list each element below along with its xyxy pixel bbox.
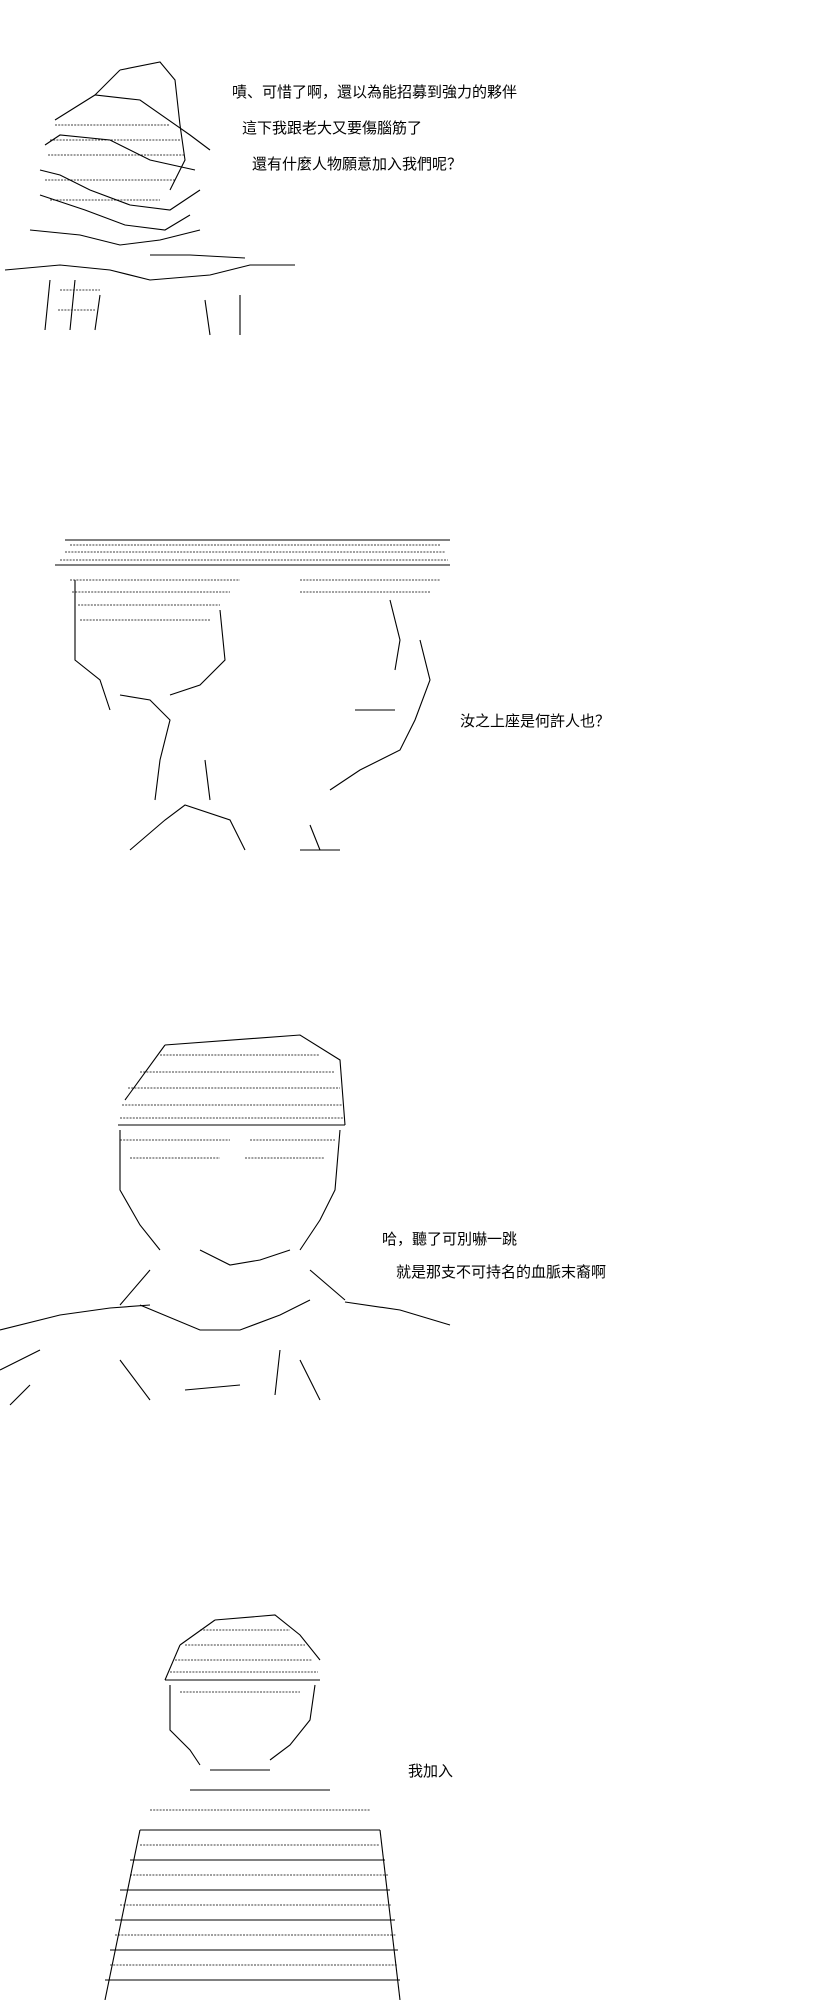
dialogue-line: 還有什麼人物願意加入我們呢？ xyxy=(252,155,463,173)
ascii-art-young-man xyxy=(104,1614,401,2000)
dialogue-line: 這下我跟老大又要傷腦筋了 xyxy=(242,119,423,137)
dialogue-line: 嘖、可惜了啊，還以為能招募到強力的夥伴 xyxy=(232,83,518,101)
panel-3: 哈，聽了可別嚇一跳 就是那支不可持名的血脈末裔啊 xyxy=(0,1030,834,1430)
panel-2: 汝之上座是何許人也？ xyxy=(0,520,834,860)
ascii-art-two-faces xyxy=(55,539,450,851)
dialogue-line: 哈，聽了可別嚇一跳 xyxy=(382,1230,518,1248)
ascii-art-figure-hooded xyxy=(4,61,295,336)
ascii-art-capped-man xyxy=(0,1034,451,1406)
dialogue-line: 就是那支不可持名的血脈末裔啊 xyxy=(396,1263,607,1281)
dialogue-line: 汝之上座是何許人也？ xyxy=(460,712,611,730)
panel-4: 我加入 xyxy=(0,1600,834,2000)
dialogue-line: 我加入 xyxy=(408,1762,454,1780)
panel-1: 嘖、可惜了啊，還以為能招募到強力的夥伴 這下我跟老大又要傷腦筋了 還有什麼人物願… xyxy=(0,40,834,350)
